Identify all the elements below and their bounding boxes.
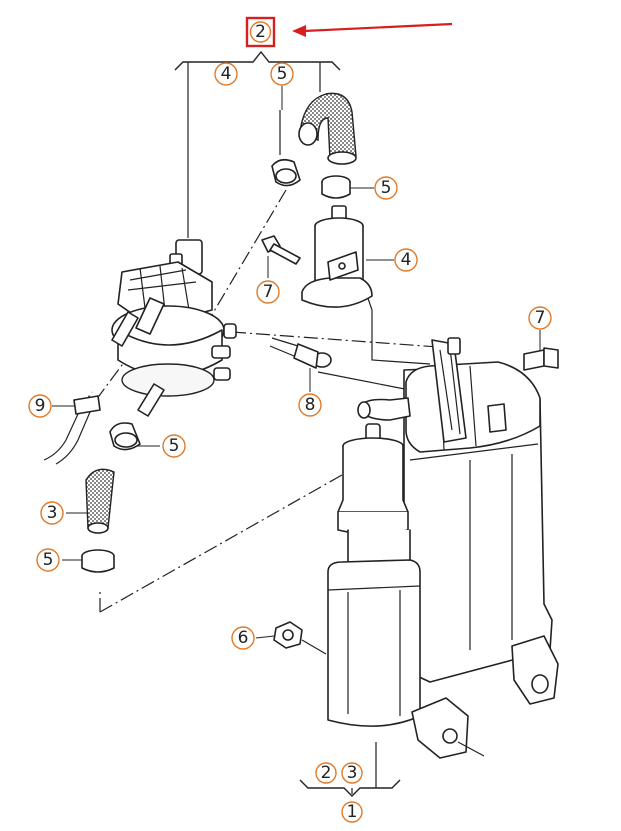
svg-text:9: 9	[35, 396, 46, 416]
svg-text:4: 4	[401, 250, 412, 270]
callout-assembly-4: 4	[214, 62, 238, 86]
callout-nut-6: 6	[231, 626, 255, 650]
svg-text:3: 3	[347, 763, 358, 783]
hose-8	[269, 337, 332, 369]
callout-bracket-5: 5	[270, 62, 294, 86]
part-4-cylinder	[301, 205, 373, 308]
callout-connector-9: 9	[28, 394, 52, 418]
callout-bottom-2: 2	[315, 762, 337, 784]
callout-bottom-1: 1	[341, 801, 363, 823]
charcoal-canister-icon	[327, 337, 559, 759]
svg-text:1: 1	[347, 802, 358, 822]
svg-text:7: 7	[535, 308, 546, 328]
leader-lines	[52, 86, 541, 639]
hose-3	[85, 468, 115, 534]
arrow-left-icon	[292, 22, 453, 37]
callout-top: 2	[245, 16, 276, 48]
bolt-7-left	[261, 235, 301, 265]
svg-text:2: 2	[321, 763, 332, 783]
svg-text:3: 3	[47, 503, 58, 523]
callout-hose-8: 8	[298, 393, 322, 417]
top-bracket	[174, 50, 341, 238]
svg-text:5: 5	[169, 436, 180, 456]
assembly-lines	[77, 189, 453, 613]
svg-text:8: 8	[305, 395, 316, 415]
callout-clamp-5c: 5	[36, 548, 60, 572]
clamp-5-bottom	[81, 549, 115, 573]
svg-text:7: 7	[263, 282, 274, 302]
callout-clamp-5b: 5	[162, 434, 186, 458]
callout-part-4: 4	[394, 248, 418, 272]
callout-bolt-7b: 7	[528, 306, 552, 330]
svg-text:4: 4	[221, 64, 232, 84]
bottom-bracket	[299, 742, 401, 797]
svg-text:2: 2	[255, 22, 266, 42]
callout-bolt-7a: 7	[256, 280, 280, 304]
upper-hose	[298, 92, 357, 165]
callout-clamp-5a: 5	[374, 176, 398, 200]
svg-text:5: 5	[43, 550, 54, 570]
clamp-small	[271, 158, 301, 187]
clamp-5-lower	[109, 422, 141, 451]
clamp-5-right	[321, 175, 351, 199]
callout-bottom-3: 3	[341, 762, 363, 784]
purge-valve-icon	[111, 239, 237, 417]
svg-text:6: 6	[238, 628, 249, 648]
connector-9-hose	[43, 395, 101, 465]
svg-text:5: 5	[277, 64, 288, 84]
nut-6	[273, 621, 327, 655]
bolt-7-right	[523, 347, 559, 371]
svg-text:5: 5	[381, 178, 392, 198]
callout-hose-3: 3	[40, 501, 64, 525]
